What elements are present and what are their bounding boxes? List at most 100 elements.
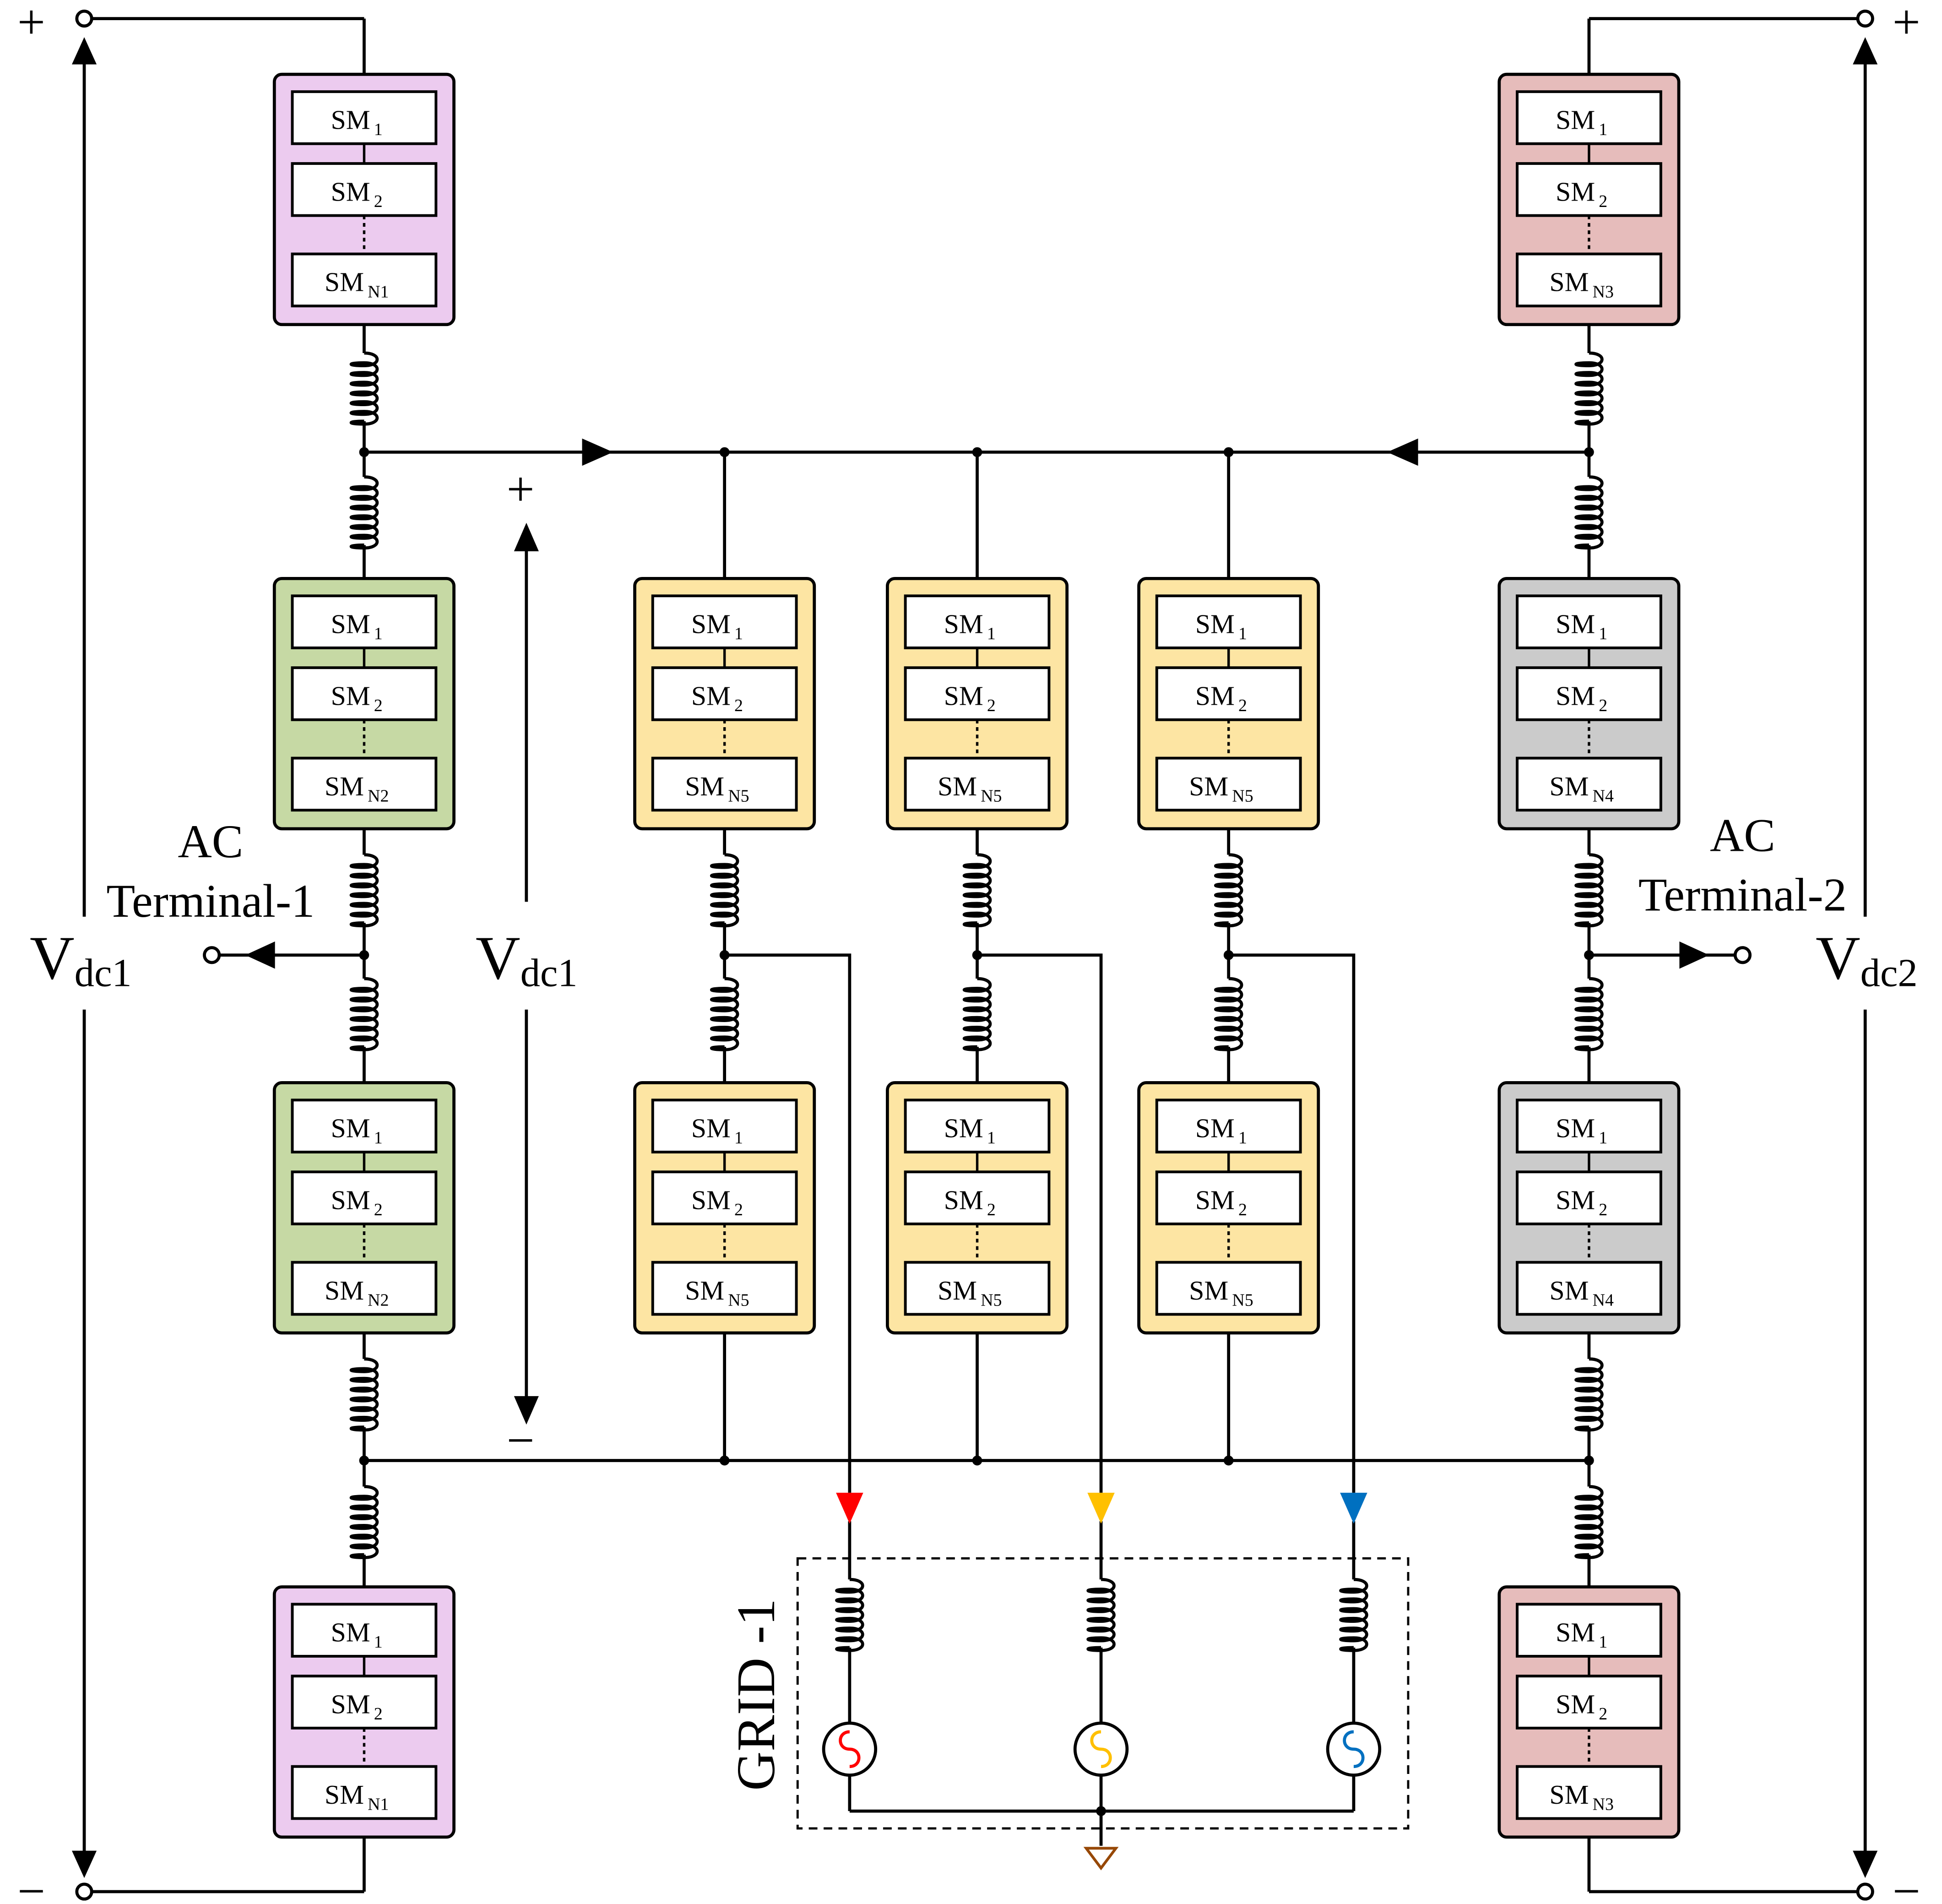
ac-terminal-1-line2: Terminal-1	[106, 875, 315, 927]
vdc1-label: Vdc1	[30, 924, 132, 995]
phase-b-arrow-icon	[1087, 1492, 1115, 1524]
inductor-icon	[710, 977, 739, 1051]
inductor-icon	[1214, 977, 1243, 1051]
phase-a-source-icon	[822, 1721, 878, 1777]
inductor-icon	[1214, 853, 1243, 928]
inductor-icon	[835, 1578, 864, 1652]
inductors	[349, 351, 1604, 1652]
phase-arrows	[836, 1492, 1367, 1524]
phase-b-source-icon	[1073, 1721, 1129, 1777]
inductor-icon	[349, 977, 379, 1051]
inductor-icon	[962, 853, 992, 928]
inductor-icon	[1574, 351, 1604, 426]
junctions	[359, 447, 1594, 1816]
inductor-icon	[349, 475, 379, 550]
dc2-minus-sign: −	[1893, 1864, 1920, 1904]
ac1-terminal-icon	[203, 946, 221, 964]
phase-c-arrow-icon	[1340, 1492, 1367, 1524]
ac1-arrow-icon	[245, 941, 275, 969]
vdc2-down-arrow-icon	[1853, 1850, 1878, 1878]
dc2-plus-sign: +	[1893, 0, 1920, 49]
inductor-icon	[1574, 475, 1604, 550]
inductor-icon	[1574, 853, 1604, 928]
inductor-icon	[1339, 1578, 1368, 1652]
ac-terminal-2-line2: Terminal-2	[1638, 869, 1847, 921]
vdc1-mid-down-arrow-icon	[514, 1396, 539, 1425]
inductor-icon	[1574, 977, 1604, 1051]
arrowheads	[71, 37, 1878, 1878]
dc2-minus-terminal-icon	[1856, 1882, 1874, 1901]
ac-terminal-2-line1: AC	[1710, 810, 1775, 862]
ac-sources	[822, 1721, 1382, 1777]
vdc1-up-arrow-icon	[71, 37, 97, 65]
ac2-arrow-icon	[1679, 941, 1709, 969]
ac2-terminal-icon	[1733, 946, 1752, 964]
phase-a-arrow-icon	[836, 1492, 863, 1524]
